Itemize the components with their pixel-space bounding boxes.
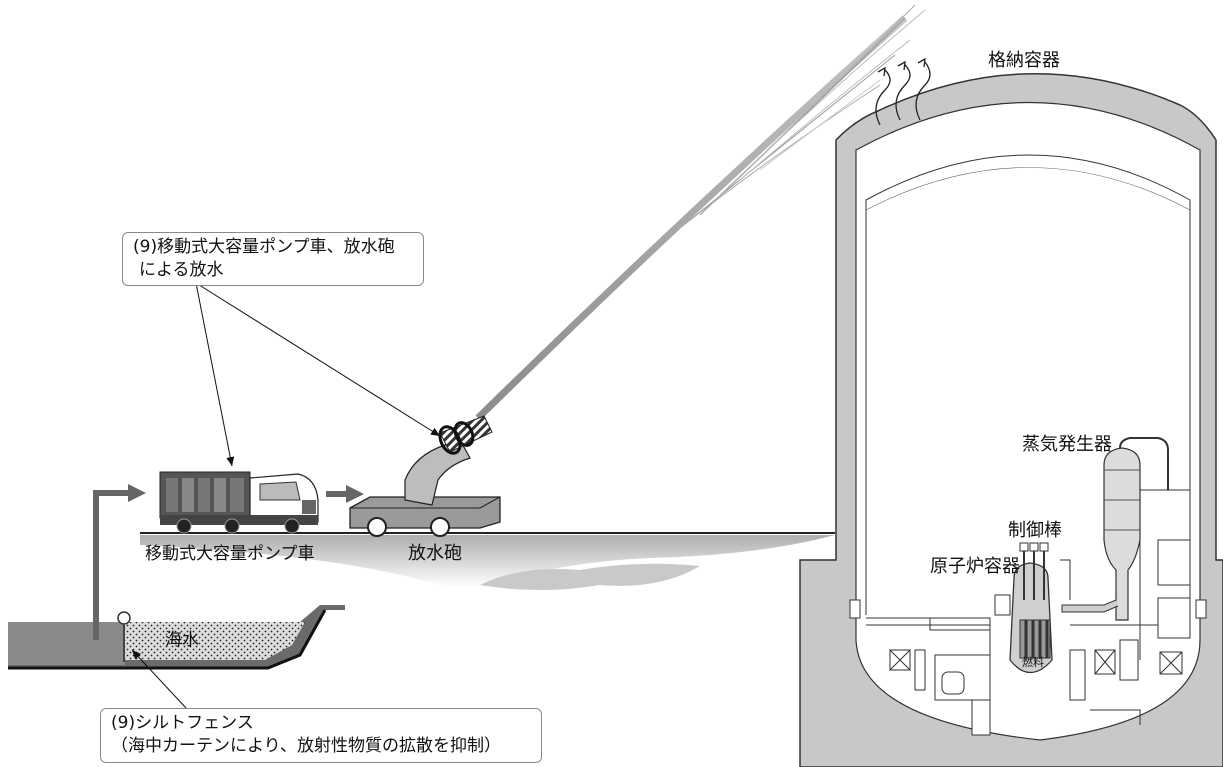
label-seawater: 海水 [165,630,199,650]
pump-truck [159,471,364,534]
water-jet [475,4,926,421]
callout-pump-cannon-line1: (9)移動式大容量ポンプ車、放水砲 [133,237,395,257]
callout-pump-cannon: (9)移動式大容量ポンプ車、放水砲 による放水 [122,232,424,286]
callout-silt-fence-line1: (9)シルトフェンス [111,713,254,733]
label-pump-truck: 移動式大容量ポンプ車 [145,544,315,564]
ground [140,532,835,590]
reactor-vessel [1009,542,1053,674]
label-fuel: 燃料 [1022,656,1044,669]
callout-pump-cannon-line2: による放水 [139,260,224,280]
callout-silt-fence-line2: （海中カーテンにより、放射性物質の拡散を抑制） [111,736,501,756]
water-cannon [349,415,501,537]
label-reactor-vessel: 原子炉容器 [930,556,1020,577]
callout-pointers [131,282,441,709]
steam-waves [875,57,931,126]
label-containment: 格納容器 [988,50,1060,71]
callout-silt-fence: (9)シルトフェンス （海中カーテンにより、放射性物質の拡散を抑制） [100,708,542,763]
label-water-cannon: 放水砲 [408,543,462,564]
sea-basin [8,484,345,670]
label-control-rod: 制御棒 [1008,520,1062,541]
steam-generator [1061,437,1169,621]
containment-building [799,73,1223,767]
label-steam-generator: 蒸気発生器 [1022,434,1112,455]
